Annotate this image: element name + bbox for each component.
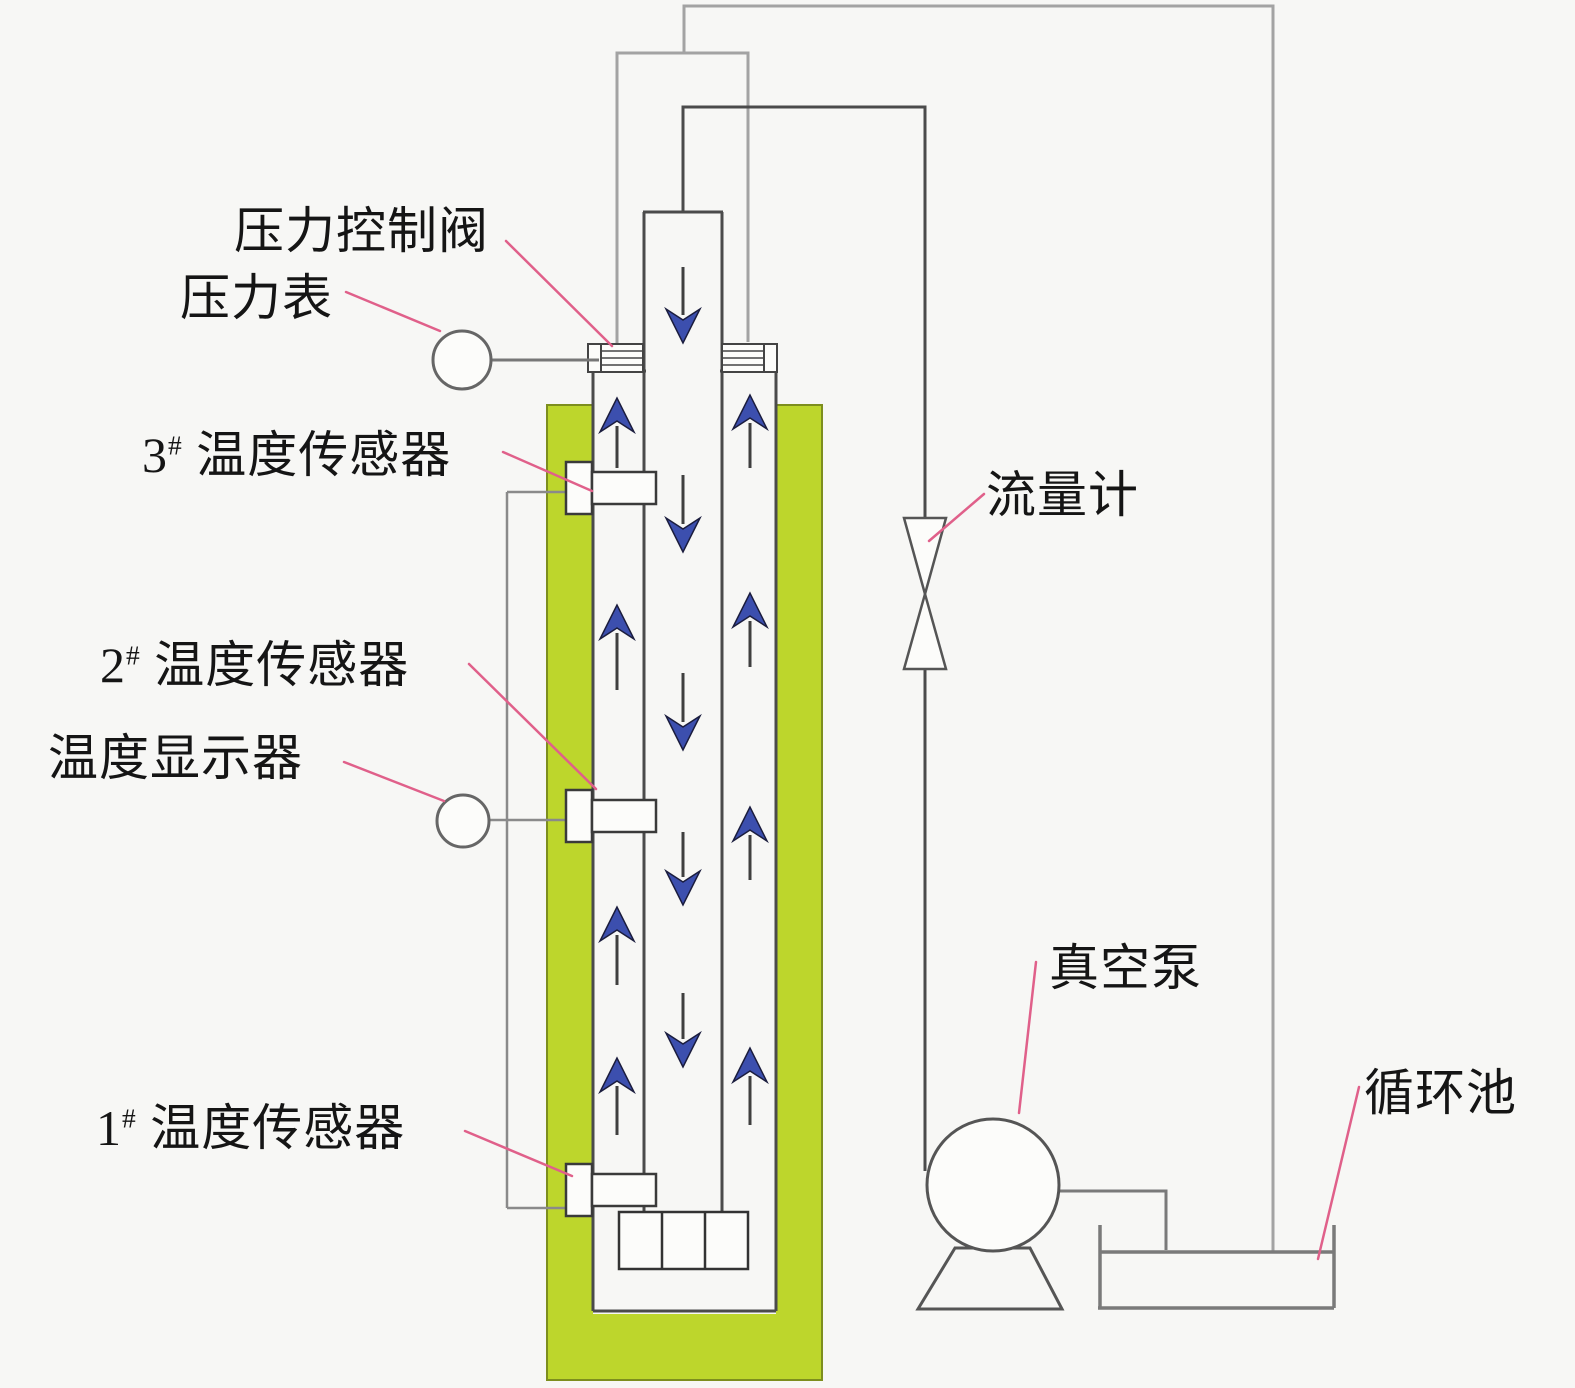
pump-outlet-pipe — [1056, 1189, 1168, 1250]
leader-vacuum-pump — [1017, 960, 1038, 1115]
flow-arrow-down — [664, 475, 702, 554]
leader-lines — [342, 239, 1361, 1261]
flow-arrows-up — [598, 393, 769, 1135]
leader-flowmeter — [927, 492, 986, 543]
leader-circulation-pool — [1316, 1085, 1361, 1261]
sensor-signal-lines — [489, 490, 568, 1210]
leader-pressure-control-valve — [504, 239, 614, 348]
label-vacuum-pump: 真空泵 — [1049, 940, 1202, 996]
pressure-gauge-symbol — [431, 329, 493, 391]
flow-arrows-down — [664, 267, 702, 1069]
flow-arrow-down — [664, 673, 702, 752]
leader-pressure-gauge — [344, 290, 442, 333]
flowmeter-pipe — [681, 105, 927, 1171]
label-sensor3: 3# 温度传感器 — [142, 428, 451, 482]
flowmeter-symbol — [902, 516, 948, 671]
right-gland-stripes — [722, 350, 764, 366]
flow-arrow-up — [598, 396, 636, 468]
sensor1-text: 温度传感器 — [136, 1100, 406, 1156]
leader-sensor3 — [501, 450, 594, 493]
flow-arrow-down — [664, 267, 702, 345]
sensor3-hash: # — [168, 429, 183, 461]
sensor2-hash: # — [126, 639, 141, 671]
sensor2-text: 温度传感器 — [140, 637, 410, 693]
overhead-return-pipe — [615, 4, 1275, 1252]
flow-arrow-down — [664, 993, 702, 1069]
label-pressure-control-valve: 压力控制阀 — [234, 203, 489, 259]
leader-sensor2 — [467, 662, 598, 791]
heater-block — [617, 1210, 750, 1271]
circulation-pool-tank — [1098, 1225, 1336, 1310]
flow-arrow-down — [664, 832, 702, 907]
flow-arrow-up — [598, 1056, 636, 1135]
sensor3-text: 温度传感器 — [182, 427, 452, 483]
label-flowmeter: 流量计 — [986, 467, 1139, 523]
leader-sensor1 — [463, 1129, 574, 1178]
temperature-sensor-1 — [564, 1162, 658, 1218]
left-gland-stripes — [601, 350, 643, 366]
flow-arrow-up — [731, 393, 769, 468]
label-sensor2: 2# 温度传感器 — [100, 638, 409, 692]
vacuum-pump-symbol — [915, 1117, 1065, 1311]
sensor2-number: 2 — [100, 637, 126, 693]
flow-arrow-up — [731, 805, 769, 880]
label-temp-display: 温度显示器 — [48, 730, 303, 786]
pressure-control-valve-assembly — [587, 343, 778, 373]
label-pressure-gauge: 压力表 — [180, 270, 333, 326]
flow-arrow-up — [731, 591, 769, 667]
inner-tube — [642, 210, 724, 1212]
label-sensor1: 1# 温度传感器 — [96, 1101, 405, 1155]
sensor1-hash: # — [122, 1102, 137, 1134]
flow-arrow-up — [598, 603, 636, 690]
sensor3-number: 3 — [142, 427, 168, 483]
flow-arrow-up — [598, 905, 636, 985]
label-circulation-pool: 循环池 — [1364, 1065, 1517, 1121]
temperature-sensor-2 — [564, 788, 658, 844]
temperature-display-symbol — [435, 793, 491, 849]
flow-arrow-up — [731, 1046, 769, 1125]
sensor1-number: 1 — [96, 1100, 122, 1156]
leader-temp-display — [342, 760, 446, 803]
